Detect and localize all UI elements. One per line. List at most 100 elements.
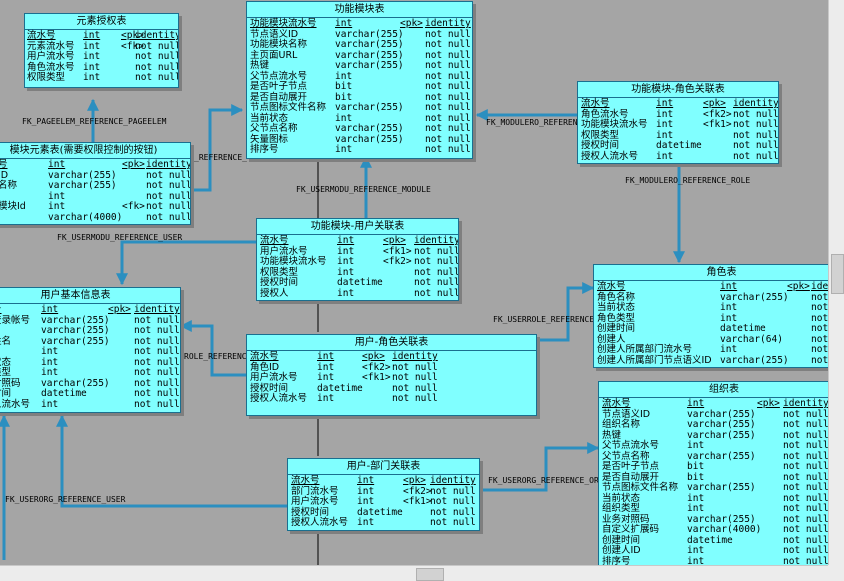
vertical-scrollbar[interactable] [828,0,844,565]
entity-column-row[interactable]: 性别intnot null [0,346,180,358]
link-userrole-user[interactable] [179,320,247,377]
entity-column-row[interactable]: 备注varchar(4000)not null [0,212,190,224]
entity-column-row[interactable]: 用户姓名varchar(255)not null [0,336,180,348]
horizontal-scrollbar[interactable] [0,565,828,581]
link-userorg-org[interactable] [478,442,600,492]
entity-column-row[interactable]: 元素IDvarchar(255)not null [0,170,190,182]
entity-column-row[interactable]: 密码varchar(255)not null [0,325,180,337]
entity-user[interactable]: 用户基本信息表流水号int<pk>identity用户登录帐号varchar(2… [0,287,181,413]
link-userrole-role[interactable] [536,282,595,342]
entity-column-row[interactable]: 用户类型intnot null [0,367,180,379]
entity-column-row[interactable]: 创建人流水号intnot null [0,399,180,411]
entity-column-row[interactable]: 功能模块Idint<fk>not null [0,201,190,213]
vertical-scroll-thumb[interactable] [831,254,844,294]
diagram-canvas[interactable]: FK_PAGEELEM_REFERENCE_PAGEELEM _REFERENC… [0,0,829,566]
link-element-module[interactable] [190,104,244,192]
entity-column-row[interactable]: 元素名称varchar(255)not null [0,180,190,192]
link-usermodule-user[interactable] [116,240,256,286]
entity-page-element[interactable]: 模块元素表(需要权限控制的按钮)流水号int<pk>identity元素IDva… [0,142,191,225]
entity-column-row[interactable]: 用户登录帐号varchar(255)not null [0,315,180,327]
link-userorg-user[interactable] [56,414,287,508]
entity-role[interactable]: 角色表流水号int<pk>identity角色名称varchar(255)not… [593,264,828,368]
horizontal-scroll-thumb[interactable] [416,568,444,581]
